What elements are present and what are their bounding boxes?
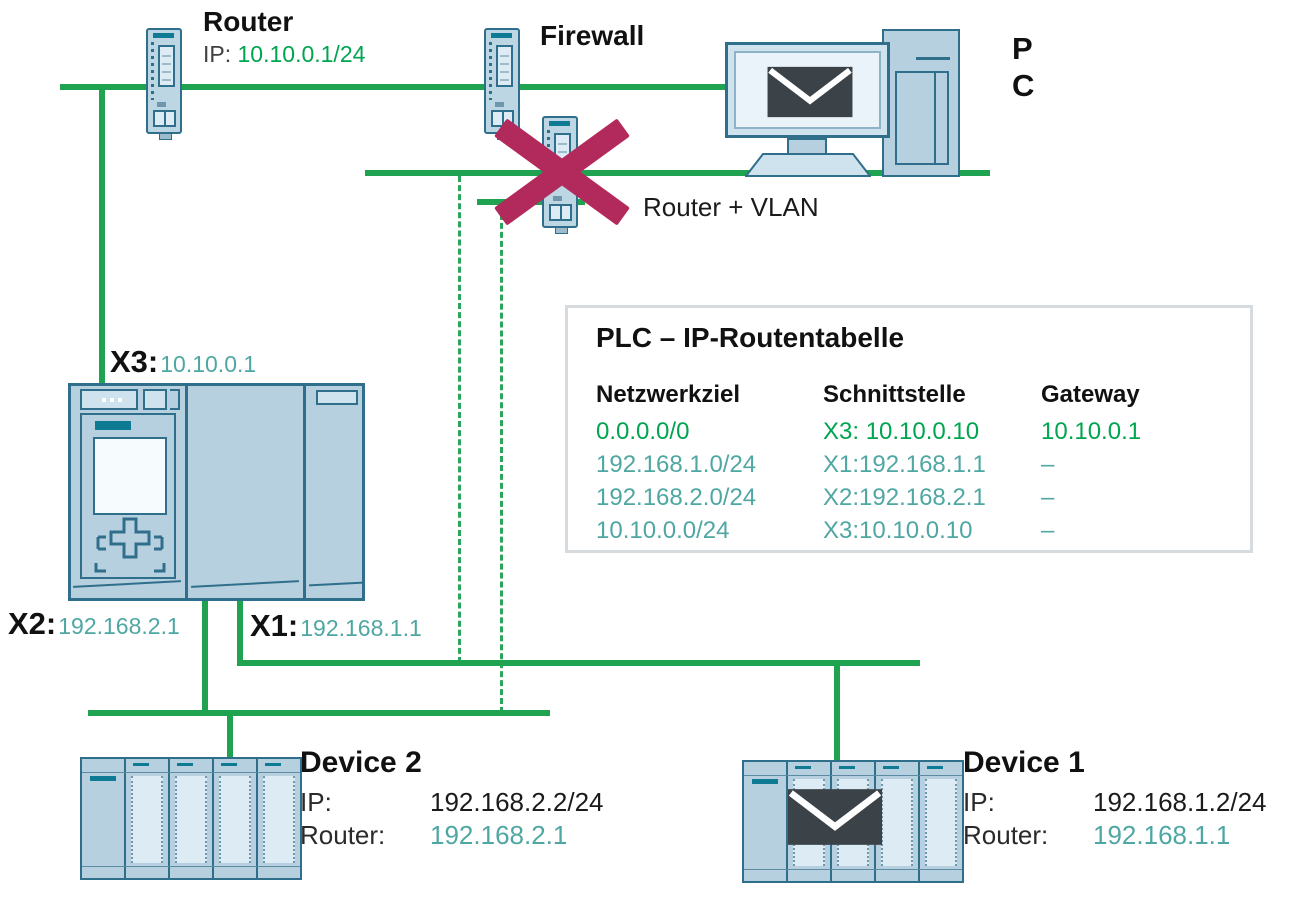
lan-drop-device2: [227, 710, 233, 759]
email-envelope-icon: [767, 66, 853, 118]
device2-ip-label: IP:: [300, 787, 332, 817]
email-envelope-icon: [787, 789, 883, 845]
x3-port-name: X3:: [110, 344, 159, 379]
pc-label: P C: [1012, 30, 1034, 104]
lan-drop-plc-x2: [202, 600, 208, 716]
device2-ip-row: IP: 192.168.2.2/24: [300, 786, 604, 819]
route-gateway: –: [1041, 451, 1055, 478]
lan-drop-plc-x3: [99, 84, 105, 385]
vlan-trunk-dashed-2: [500, 205, 503, 713]
route-iface: X1:192.168.1.1: [823, 451, 986, 478]
lan-drop-plc-x1: [237, 600, 243, 666]
rack-module: [82, 759, 126, 878]
route-iface: X3:10.10.0.10: [823, 517, 973, 544]
x1-port-name: X1:: [250, 608, 299, 643]
rack-module: [214, 759, 258, 878]
pc-label-line2: C: [1012, 68, 1035, 103]
vlan-trunk-dashed-1: [458, 176, 461, 663]
device2-router-label: Router:: [300, 820, 386, 850]
device1-ip-value: 192.168.1.2/24: [1093, 787, 1267, 817]
monitor-stand-base: [745, 153, 871, 177]
x2-port-ip: 192.168.2.1: [58, 613, 180, 639]
device2-ip-value: 192.168.2.2/24: [430, 787, 604, 817]
router-switch-icon: [146, 28, 182, 140]
router-title: Router: [203, 6, 294, 37]
plc-display-panel: [80, 413, 176, 579]
device2-router-value: 192.168.2.1: [430, 820, 568, 850]
x3-port-ip: 10.10.0.1: [160, 351, 257, 377]
route-dest: 192.168.1.0/24: [596, 451, 757, 478]
plc-port-x1-label: X1: 192.168.1.1: [250, 608, 422, 644]
route-row-net3: 10.10.0.0/24 X3:10.10.0.10 –: [596, 514, 1250, 547]
route-row-net2: 192.168.2.0/24 X2:192.168.2.1 –: [596, 481, 1250, 514]
col-schnittstelle: Schnittstelle: [823, 381, 966, 408]
col-netzwerkziel: Netzwerkziel: [596, 381, 741, 408]
lan-bus-second: [365, 170, 990, 176]
device1-router-value: 192.168.1.1: [1093, 820, 1231, 850]
routing-table-rows: 0.0.0.0/0 X3: 10.10.0.10 10.10.0.1 192.1…: [596, 415, 1250, 547]
device1-title: Device 1: [963, 746, 1085, 779]
blocked-cross-icon: [497, 122, 627, 222]
routing-table-header: Netzwerkziel Schnittstelle Gateway: [596, 381, 1250, 409]
device2-title: Device 2: [300, 746, 422, 779]
router-ip-value: 10.10.0.1/24: [237, 41, 366, 67]
route-gateway: 10.10.0.1: [1041, 418, 1142, 445]
route-gateway: –: [1041, 484, 1055, 511]
device1-info: Device 1 IP: 192.168.1.2/24 Router: 192.…: [963, 746, 1267, 852]
rack-module: [258, 759, 300, 878]
device1-router-label: Router:: [963, 820, 1049, 850]
x1-port-ip: 192.168.1.1: [300, 615, 422, 641]
plc-port-x2-label: X2: 192.168.2.1: [8, 606, 180, 642]
lan-bus-x2: [88, 710, 550, 716]
lan-bus-x1: [237, 660, 920, 666]
router-vlan-title: Router + VLAN: [643, 192, 819, 222]
lan-drop-device1: [834, 660, 840, 762]
device2-router-row: Router: 192.168.2.1: [300, 819, 604, 852]
route-dest: 192.168.2.0/24: [596, 484, 757, 511]
plc-port-x3-label: X3: 10.10.0.1: [110, 344, 256, 380]
router-ip-label: IP:: [203, 41, 232, 67]
route-iface: X3: 10.10.0.10: [823, 418, 980, 445]
router-ip-row: IP: 10.10.0.1/24: [203, 41, 365, 68]
firewall-switch-icon: [484, 28, 520, 140]
plc-icon: [68, 383, 365, 601]
rack-module: [170, 759, 214, 878]
route-dest: 0.0.0.0/0: [596, 418, 690, 445]
plc-routing-table: PLC – IP-Routentabelle Netzwerkziel Schn…: [565, 305, 1253, 553]
device2-info: Device 2 IP: 192.168.2.2/24 Router: 192.…: [300, 746, 604, 852]
route-dest: 10.10.0.0/24: [596, 517, 730, 544]
pc-label-line1: P: [1012, 31, 1033, 66]
col-gateway: Gateway: [1041, 381, 1140, 408]
rack-module: [126, 759, 170, 878]
device1-ip-label: IP:: [963, 787, 995, 817]
device1-router-row: Router: 192.168.1.1: [963, 819, 1267, 852]
x2-port-name: X2:: [8, 606, 57, 641]
rack-module: [920, 762, 962, 881]
route-row-default: 0.0.0.0/0 X3: 10.10.0.10 10.10.0.1: [596, 415, 1250, 448]
rack-module: [744, 762, 788, 881]
routing-table-title: PLC – IP-Routentabelle: [596, 322, 905, 353]
route-row-net1: 192.168.1.0/24 X1:192.168.1.1 –: [596, 448, 1250, 481]
lan-bus-top: [60, 84, 728, 90]
plc-keypad-icon: [94, 517, 166, 573]
firewall-title: Firewall: [540, 20, 645, 51]
route-gateway: –: [1041, 517, 1055, 544]
device1-ip-row: IP: 192.168.1.2/24: [963, 786, 1267, 819]
device2-rack-icon: [80, 757, 302, 880]
route-iface: X2:192.168.2.1: [823, 484, 986, 511]
pc-tower-icon: [882, 29, 960, 177]
